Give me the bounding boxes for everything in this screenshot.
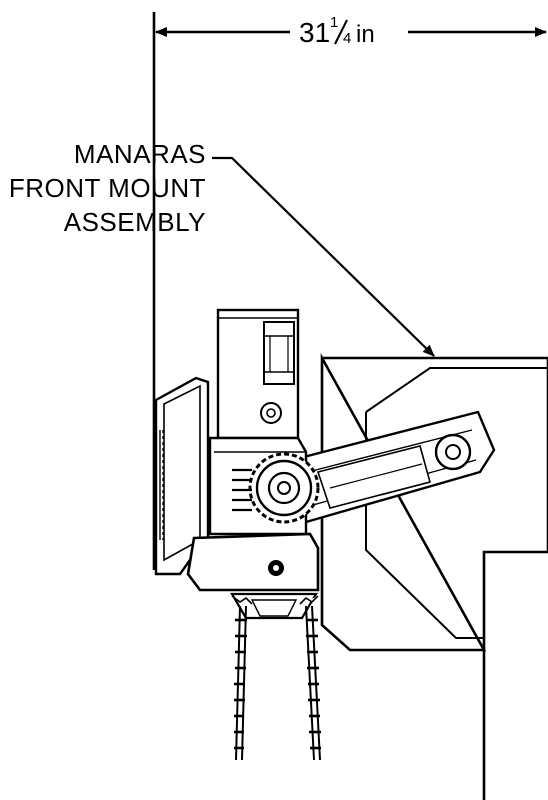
lift-arm <box>290 410 496 524</box>
lower-block <box>186 532 320 620</box>
callout-label: MANARAS FRONT MOUNT ASSEMBLY <box>9 139 435 357</box>
hand-chain-left <box>234 605 247 761</box>
dimension-31-quarter-in: 31 1 4 in <box>152 12 547 570</box>
callout-line-3: ASSEMBLY <box>64 207 206 237</box>
dimension-whole: 31 <box>299 17 330 48</box>
dimension-numerator: 1 <box>330 14 338 31</box>
dimension-unit: in <box>356 21 375 48</box>
callout-line-1: MANARAS <box>74 139 206 169</box>
fraction-slash <box>334 19 348 45</box>
hand-chain-right <box>305 605 321 761</box>
dimension-denominator: 4 <box>343 30 351 47</box>
drive-sprocket <box>232 452 320 524</box>
wall-bracket <box>154 376 210 576</box>
leader-line <box>212 156 435 357</box>
callout-line-2: FRONT MOUNT <box>9 173 206 203</box>
